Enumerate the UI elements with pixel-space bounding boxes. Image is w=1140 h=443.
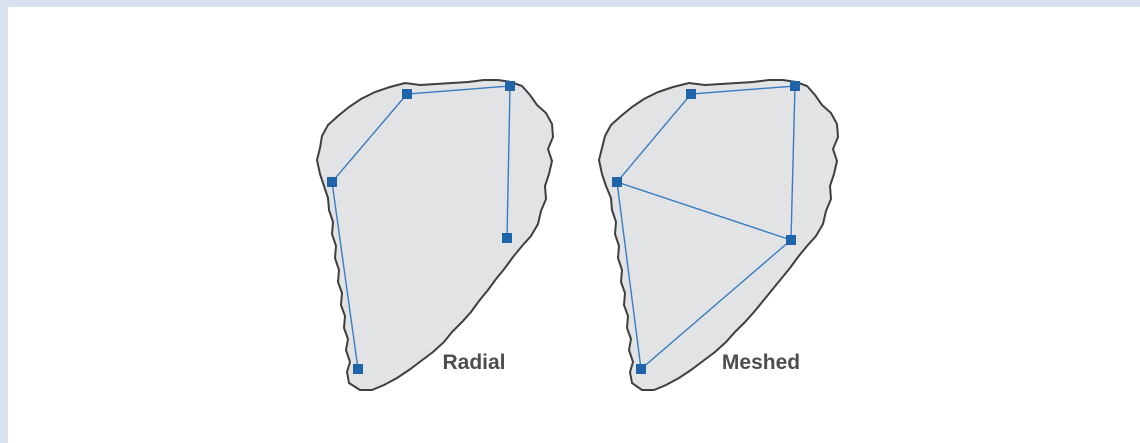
radial-diagram: Radial bbox=[315, 79, 555, 391]
meshed-service-area-outline bbox=[597, 79, 840, 391]
radial-service-area-outline bbox=[315, 79, 555, 391]
radial-label: Radial bbox=[442, 351, 505, 374]
radial-node bbox=[402, 89, 412, 99]
meshed-node bbox=[612, 177, 622, 187]
meshed-label: Meshed bbox=[722, 351, 800, 374]
radial-node bbox=[353, 364, 363, 374]
radial-node bbox=[327, 177, 337, 187]
meshed-link-ring bbox=[616, 85, 796, 371]
meshed-node bbox=[636, 364, 646, 374]
meshed-node bbox=[686, 89, 696, 99]
meshed-node bbox=[790, 81, 800, 91]
radial-node bbox=[502, 233, 512, 243]
meshed-cross-link bbox=[616, 181, 792, 241]
meshed-diagram: Meshed bbox=[597, 79, 840, 391]
meshed-node bbox=[786, 235, 796, 245]
radial-node bbox=[505, 81, 515, 91]
